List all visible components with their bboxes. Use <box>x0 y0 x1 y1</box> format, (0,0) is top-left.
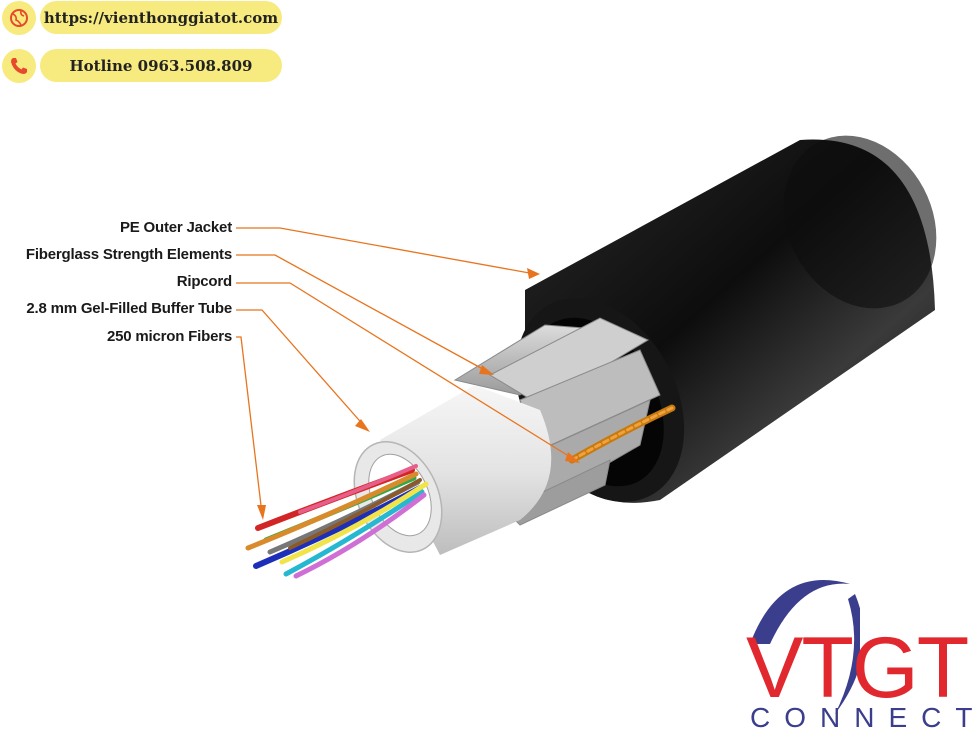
website-link[interactable]: https://vienthonggiatot.com <box>40 1 282 34</box>
leader-jacket <box>236 227 536 275</box>
leader-strength <box>236 254 491 374</box>
logo-swoosh-icon <box>750 580 860 714</box>
hotline-link[interactable]: Hotline 0963.508.809 <box>40 49 282 82</box>
label-fiberglass-strength: Fiberglass Strength Elements <box>25 246 232 263</box>
globe-icon <box>2 1 36 35</box>
hotline-text: Hotline 0963.508.809 <box>69 56 253 75</box>
ripcord <box>568 404 676 464</box>
label-pe-outer-jacket: PE Outer Jacket <box>119 219 232 236</box>
phone-icon <box>2 49 36 83</box>
logo-brand: VTGT <box>746 620 969 716</box>
label-fibers: 250 micron Fibers <box>107 328 232 345</box>
label-buffer-tube: 2.8 mm Gel-Filled Buffer Tube <box>26 300 232 317</box>
leader-ripcord <box>236 282 576 461</box>
label-ripcord: Ripcord <box>176 273 232 290</box>
buffer-tube <box>353 385 552 555</box>
leader-tube <box>236 309 367 429</box>
logo-subtitle: CONNECT <box>750 702 980 733</box>
fiber-bundle <box>245 464 429 579</box>
leader-lines <box>236 227 576 515</box>
leader-arrowheads <box>257 268 580 520</box>
website-text: https://vienthonggiatot.com <box>43 8 279 27</box>
leader-fibers <box>236 336 263 515</box>
